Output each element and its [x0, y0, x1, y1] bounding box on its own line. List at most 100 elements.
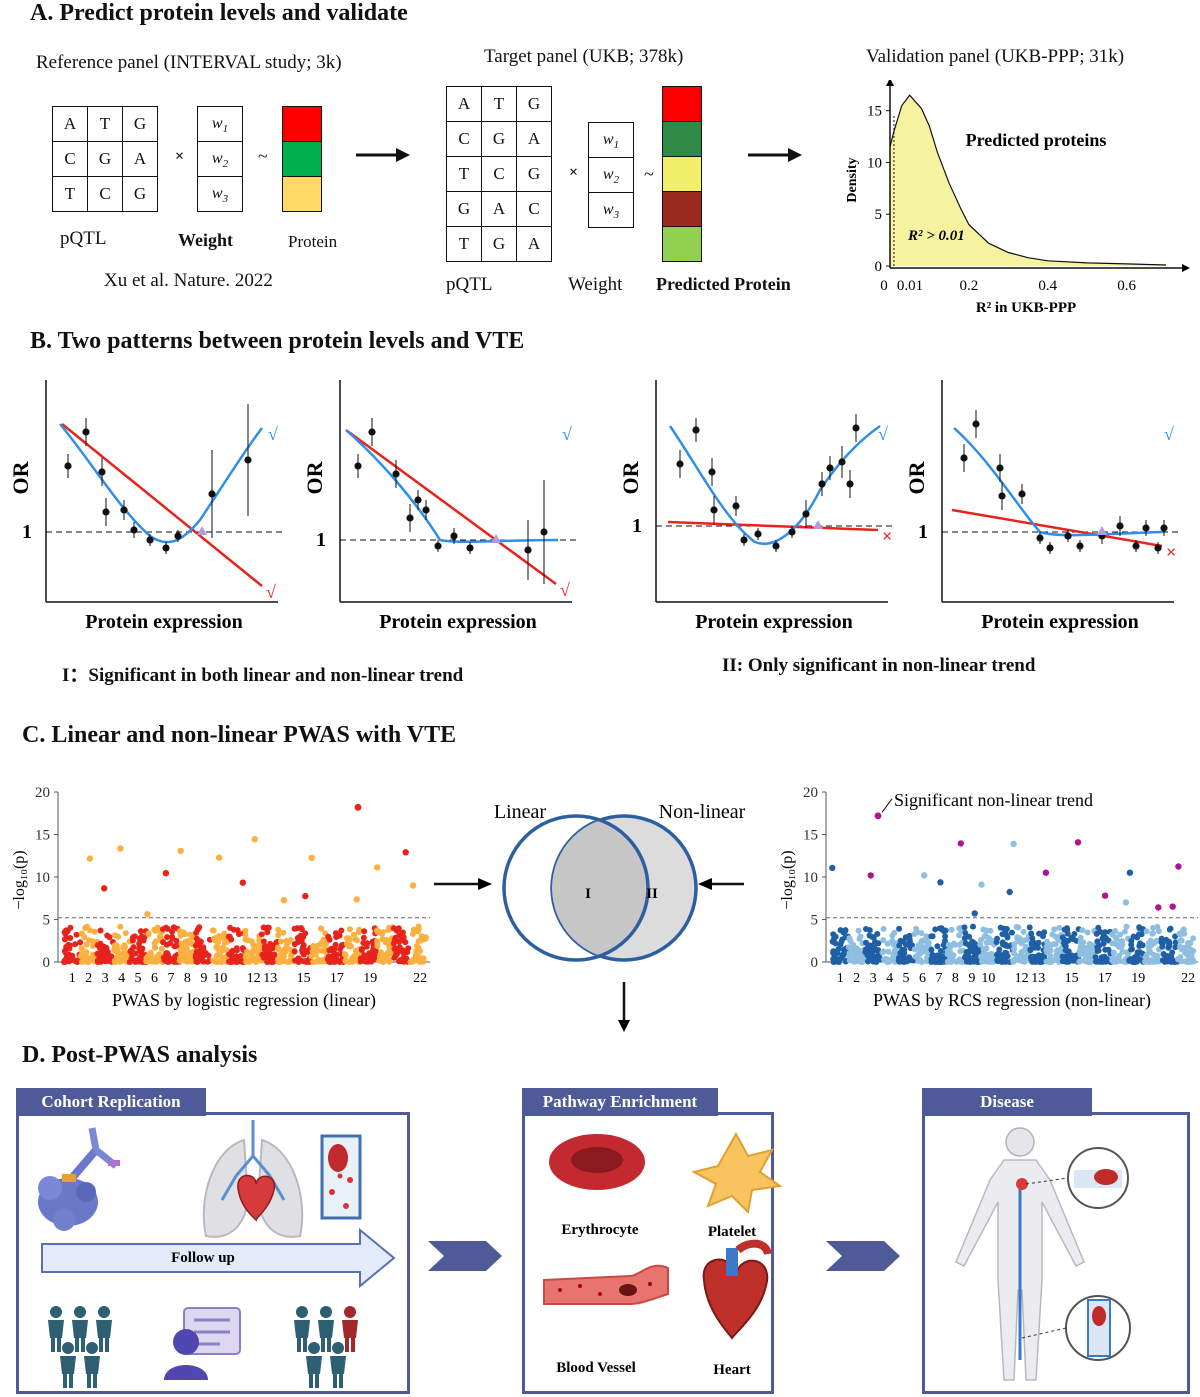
chromosome-label: 7 — [167, 971, 174, 986]
data-point — [692, 426, 700, 434]
data-point — [130, 526, 138, 534]
reference-panel-title: Reference panel (INTERVAL study; 3k) — [36, 52, 342, 73]
chromosome-label: 6 — [151, 971, 158, 986]
person-leg — [69, 1374, 73, 1388]
allele-cell: C — [87, 176, 123, 212]
chromosome-label: 5 — [135, 971, 142, 986]
snp-point — [837, 941, 844, 948]
heart-label: Heart — [713, 1362, 750, 1378]
data-point — [422, 506, 430, 514]
snp-point — [103, 955, 109, 962]
snp-point — [1003, 950, 1010, 957]
chevron-right-icon-2 — [826, 1241, 900, 1271]
allele-cell: G — [87, 141, 123, 177]
data-point — [708, 468, 716, 476]
snp-point — [132, 950, 139, 957]
group-ii-caption: II: Only significant in non-linear trend — [722, 655, 1036, 676]
snp-point — [400, 950, 407, 957]
snp-point — [193, 929, 200, 936]
snp-point — [1047, 953, 1054, 960]
snp-point — [1050, 941, 1057, 948]
snp-point — [368, 958, 375, 965]
venn-region-ii: II — [646, 886, 658, 902]
snp-point — [1011, 950, 1017, 957]
data-point — [450, 532, 458, 540]
x-axis-label: Protein expression — [379, 611, 537, 633]
snp-point — [835, 946, 842, 953]
snp-point — [157, 934, 164, 941]
validation-panel-title: Validation panel (UKB-PPP; 31k) — [866, 46, 1125, 67]
snp-point — [1089, 942, 1095, 949]
snp-point — [1015, 957, 1022, 964]
snp-point — [73, 958, 79, 965]
snp-point — [1020, 928, 1027, 935]
data-point — [818, 480, 826, 488]
snp-point — [1149, 930, 1156, 937]
snp-point — [1125, 951, 1131, 958]
protein-level-block — [663, 122, 701, 157]
person-leg — [333, 1374, 337, 1388]
person-body — [330, 1356, 346, 1374]
chromosome-label: 22 — [413, 971, 427, 986]
density-label: Predicted proteins — [966, 130, 1107, 150]
platelet-label: Platelet — [708, 1224, 756, 1240]
y-axis-arrow — [886, 80, 894, 86]
snp-point — [337, 946, 344, 952]
lungs-heart-icon — [202, 1120, 304, 1238]
allele-cell: G — [446, 191, 482, 227]
snp-point — [917, 957, 924, 964]
chromosome-label: 10 — [981, 971, 995, 986]
snp-point — [1161, 958, 1168, 965]
snp-point — [1109, 940, 1116, 947]
data-point — [852, 424, 860, 432]
data-point — [368, 428, 376, 436]
citation: Xu et al. Nature. 2022 — [104, 270, 273, 291]
blood-vessel-icon — [543, 1264, 669, 1305]
y-axis-label: Density — [845, 157, 860, 202]
snp-point — [1084, 929, 1091, 936]
snp-point — [986, 935, 993, 942]
snp-point — [214, 943, 221, 950]
snp-point — [138, 947, 145, 954]
snp-point — [72, 941, 79, 948]
snp-point — [361, 928, 368, 935]
snp-point — [863, 926, 869, 932]
snp-point — [1132, 959, 1139, 965]
snp-point — [945, 941, 952, 948]
arrow-head — [478, 878, 492, 890]
snp-point — [415, 928, 421, 935]
snp-point — [116, 958, 123, 965]
data-point — [64, 462, 72, 470]
snp-point — [891, 929, 898, 936]
data-point — [1154, 544, 1162, 552]
weight-index: 2 — [613, 174, 620, 187]
data-point — [406, 514, 414, 522]
snp-point — [164, 934, 171, 941]
nonlinear-trend-curve — [668, 424, 881, 545]
snp-point — [942, 933, 949, 940]
snp-point — [1062, 953, 1069, 960]
snp-point — [275, 932, 282, 939]
person-leg — [309, 1374, 313, 1388]
snp-point — [244, 948, 250, 955]
weight-letter: w — [211, 115, 223, 132]
allele-cell: T — [446, 156, 482, 192]
snp-point — [1128, 946, 1135, 953]
significant-point — [1042, 869, 1050, 876]
snp-point — [862, 946, 869, 953]
snp-point — [1023, 936, 1030, 943]
data-point — [740, 536, 748, 544]
snp-point — [233, 947, 240, 954]
vessel-clot-icon — [320, 1134, 362, 1220]
data-point — [524, 546, 532, 554]
data-point — [1036, 534, 1044, 542]
snp-point — [961, 924, 968, 931]
significant-point — [117, 845, 124, 852]
person-body — [342, 1320, 358, 1338]
snp-point — [842, 928, 849, 935]
snp-point — [173, 942, 180, 949]
snp-point — [928, 946, 935, 953]
snp-point — [1109, 956, 1116, 963]
significant-point — [1101, 892, 1109, 899]
data-point — [972, 420, 980, 428]
